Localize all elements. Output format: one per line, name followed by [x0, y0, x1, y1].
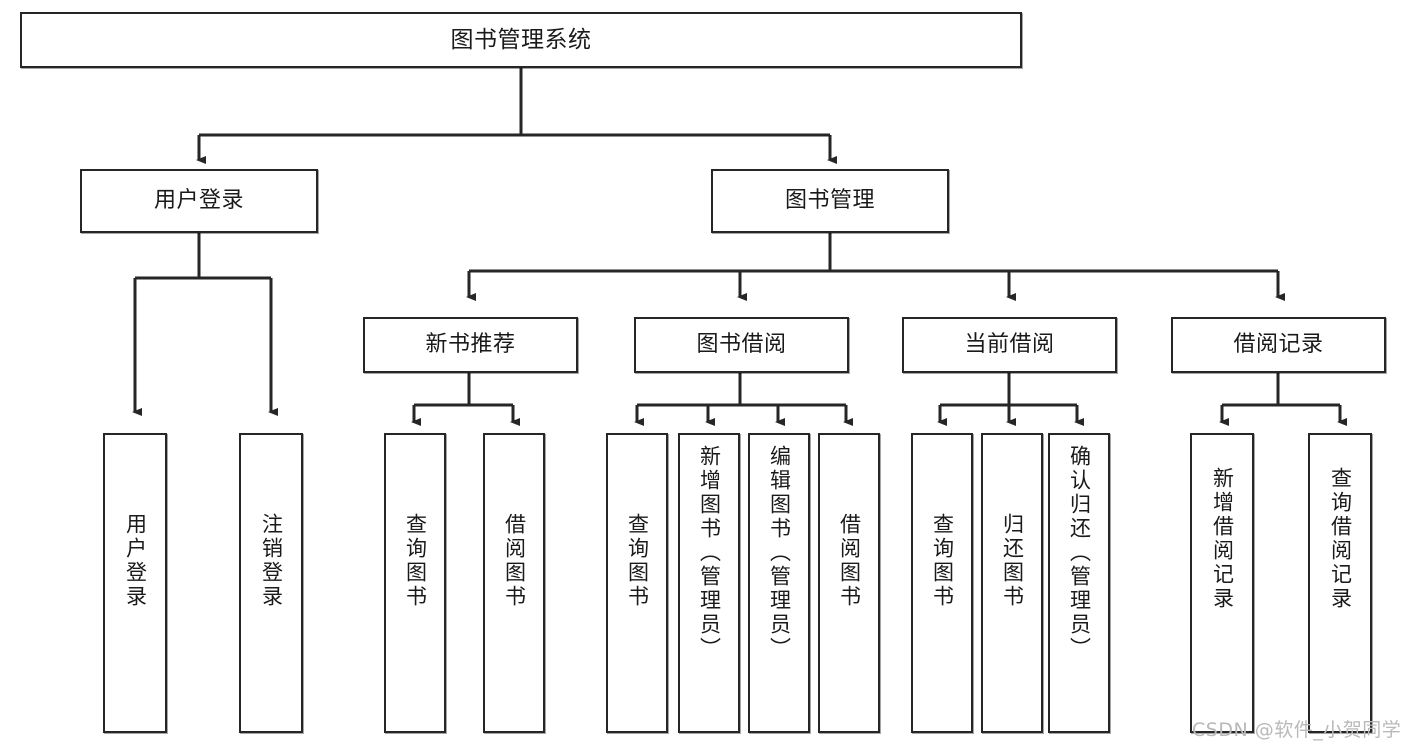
- node-root[interactable]: 图书管理系统: [20, 12, 1022, 68]
- leaf-query-book-2[interactable]: 查询图书: [606, 433, 668, 733]
- leaf-borrow-book-2[interactable]: 借阅图书: [818, 433, 880, 733]
- leaf-add-book-label: 新增图书（管理员）: [697, 445, 722, 661]
- leaf-borrow-book-1[interactable]: 借阅图书: [483, 433, 545, 733]
- leaf-query-record-label: 查询借阅记录: [1328, 467, 1353, 611]
- leaf-user-login[interactable]: 用户登录: [103, 433, 167, 733]
- node-current-borrow[interactable]: 当前借阅: [902, 317, 1117, 373]
- node-borrow-record-label: 借阅记录: [1233, 332, 1324, 358]
- leaf-logout-label: 注销登录: [259, 513, 284, 609]
- leaf-add-record-label: 新增借阅记录: [1210, 467, 1235, 611]
- node-new-book-recommend[interactable]: 新书推荐: [363, 317, 578, 373]
- node-book-management-label: 图书管理: [784, 188, 875, 214]
- leaf-user-login-label: 用户登录: [123, 513, 148, 609]
- leaf-borrow-book-1-label: 借阅图书: [502, 513, 527, 609]
- node-user-login-label: 用户登录: [153, 188, 244, 214]
- node-book-borrow[interactable]: 图书借阅: [634, 317, 849, 373]
- leaf-borrow-book-2-label: 借阅图书: [837, 513, 862, 609]
- node-root-label: 图书管理系统: [450, 26, 592, 53]
- leaf-confirm-return[interactable]: 确认归还（管理员）: [1048, 433, 1110, 733]
- leaf-edit-book-label: 编辑图书（管理员）: [767, 445, 792, 661]
- leaf-logout[interactable]: 注销登录: [239, 433, 303, 733]
- leaf-edit-book[interactable]: 编辑图书（管理员）: [748, 433, 810, 733]
- leaf-query-book-1-label: 查询图书: [403, 513, 428, 609]
- node-current-borrow-label: 当前借阅: [964, 332, 1055, 358]
- leaf-confirm-return-label: 确认归还（管理员）: [1067, 445, 1092, 661]
- node-new-book-recommend-label: 新书推荐: [425, 332, 516, 358]
- node-book-borrow-label: 图书借阅: [696, 332, 787, 358]
- leaf-return-book[interactable]: 归还图书: [981, 433, 1043, 733]
- leaf-add-book[interactable]: 新增图书（管理员）: [678, 433, 740, 733]
- leaf-return-book-label: 归还图书: [1000, 513, 1025, 609]
- leaf-query-book-3-label: 查询图书: [930, 513, 955, 609]
- leaf-query-book-1[interactable]: 查询图书: [384, 433, 446, 733]
- leaf-query-record[interactable]: 查询借阅记录: [1308, 433, 1372, 733]
- leaf-query-book-2-label: 查询图书: [625, 513, 650, 609]
- leaf-query-book-3[interactable]: 查询图书: [911, 433, 973, 733]
- node-user-login[interactable]: 用户登录: [80, 169, 318, 233]
- leaf-add-record[interactable]: 新增借阅记录: [1190, 433, 1254, 733]
- node-borrow-record[interactable]: 借阅记录: [1171, 317, 1386, 373]
- node-book-management[interactable]: 图书管理: [711, 169, 949, 233]
